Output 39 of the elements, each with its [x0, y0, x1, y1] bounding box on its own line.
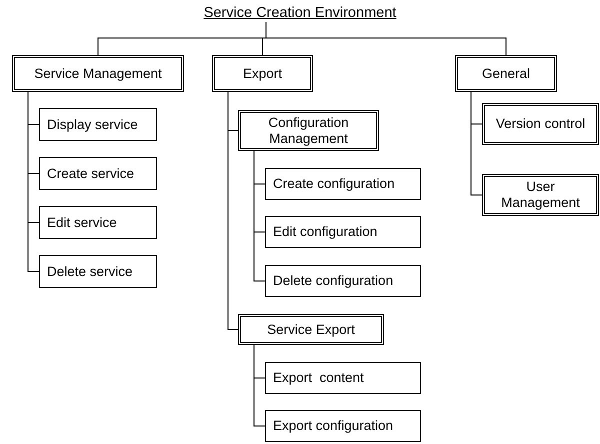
menu-label: Create configuration: [273, 176, 395, 192]
menu-box: [238, 110, 379, 151]
menu-label: Edit configuration: [273, 224, 378, 240]
menu-box: [39, 255, 157, 288]
menu-label: General: [482, 66, 530, 82]
menu-box: [265, 410, 421, 442]
menu-label: Service Management: [34, 66, 162, 82]
menu-label: Service Export: [267, 322, 355, 338]
menu-box: [482, 103, 599, 145]
menu-box: [265, 216, 421, 248]
menu-box: [265, 168, 421, 200]
menu-label: Version control: [496, 116, 586, 132]
connector-line: [254, 150, 266, 282]
menu-box: [265, 362, 421, 394]
menu-box: [482, 174, 599, 216]
menu-box: [12, 55, 184, 92]
menu-label: Export content: [273, 370, 364, 386]
menu-label: Delete service: [47, 264, 133, 280]
menu-label: Create service: [47, 166, 134, 182]
connector-line: [266, 22, 506, 56]
connector-line: [254, 344, 266, 426]
connector-line: [28, 92, 40, 272]
connector-line: [470, 92, 482, 196]
menu-box: [39, 157, 157, 190]
menu-label: Export: [242, 66, 282, 82]
heading-text: Service Creation Environment: [196, 4, 404, 22]
menu-label: Delete configuration: [273, 273, 394, 289]
menu-label: Configuration Management: [267, 114, 350, 146]
menu-label: Edit service: [47, 214, 117, 230]
menu-label: Export configuration: [273, 418, 394, 434]
menu-box: [455, 55, 557, 92]
menu-box: [212, 55, 313, 92]
menu-box: [39, 108, 157, 141]
connector-line: [228, 92, 238, 330]
menu-box: [265, 265, 421, 297]
menu-box: [238, 314, 384, 345]
menu-box: [39, 206, 157, 239]
menu-label: User Management: [500, 179, 581, 211]
menu-label: Display service: [47, 116, 138, 132]
